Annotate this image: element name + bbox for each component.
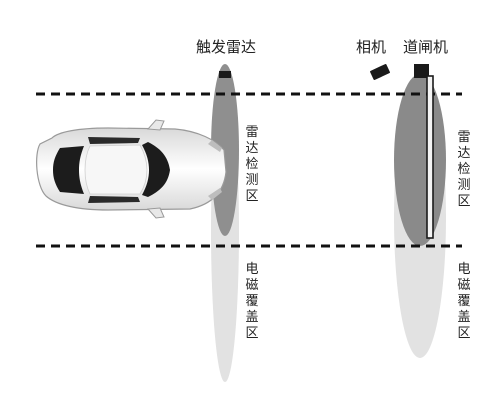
barrier-gate-label: 道闸机 [403,38,449,56]
car-icon [36,119,227,219]
radar-sensor-icon [219,71,231,78]
gate-detection-beam [394,74,446,246]
radar-detection-zone-label-right: 雷达检测区 [457,130,471,209]
em-coverage-zone-label-right: 电磁覆盖区 [457,262,471,341]
camera-icon [370,63,390,81]
trigger-radar-label: 触发雷达 [196,38,257,56]
camera-label: 相机 [356,38,387,56]
radar-detection-zone-label-left: 雷达检测区 [245,125,259,204]
barrier-gate-icon [414,64,429,78]
barrier-gate-arm [426,75,434,239]
em-coverage-zone-label-left: 电磁覆盖区 [245,262,259,341]
